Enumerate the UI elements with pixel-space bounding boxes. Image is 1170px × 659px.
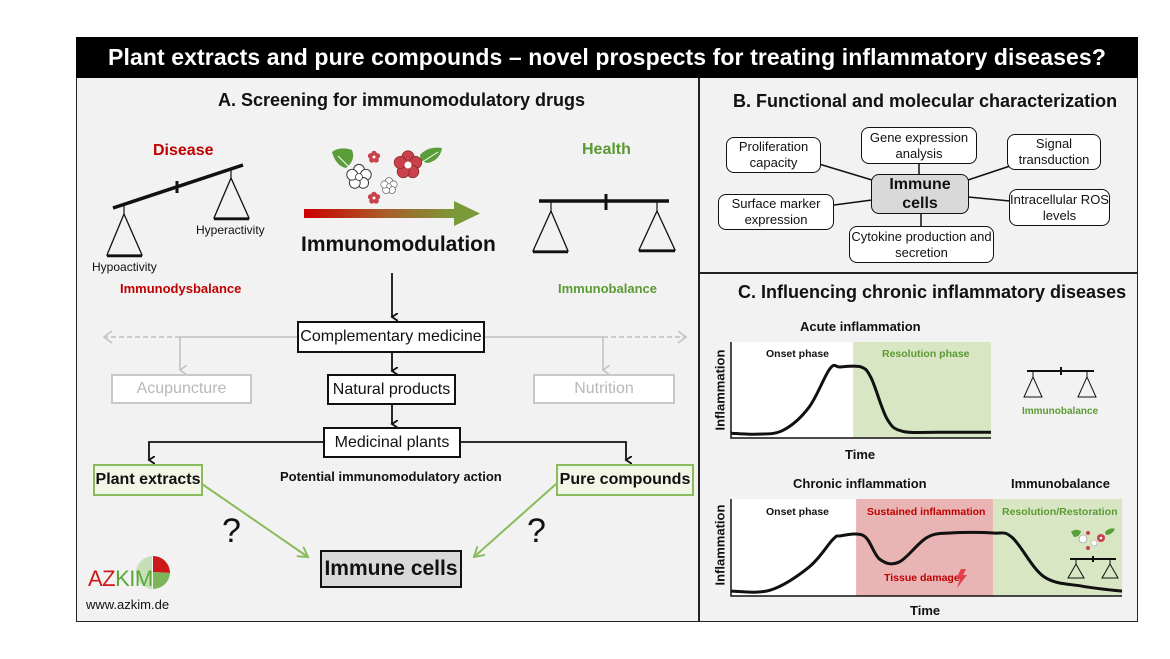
medicinal-plants-box: Medicinal plants bbox=[323, 427, 461, 458]
azkim-url[interactable]: www.azkim.de bbox=[86, 597, 170, 612]
complementary-medicine-box: Complementary medicine bbox=[297, 321, 485, 353]
natural-products-box: Natural products bbox=[327, 374, 456, 405]
chronic-sustained-phase-label: Sustained inflammation bbox=[867, 506, 986, 518]
question-mark-left: ? bbox=[222, 512, 241, 550]
acute-xlabel: Time bbox=[845, 447, 876, 462]
tissue-damage-label: Tissue damage bbox=[884, 572, 960, 584]
immune-cells-center-node: Immune cells bbox=[871, 174, 969, 214]
hypoactivity-label: Hypoactivity bbox=[92, 260, 157, 274]
cytokine-node: Cytokine production and secretion bbox=[849, 226, 994, 263]
immunodysbalance-label: Immunodysbalance bbox=[120, 281, 242, 296]
proliferation-capacity-node: Proliferation capacity bbox=[726, 137, 821, 173]
figure-title: Plant extracts and pure compounds – nove… bbox=[76, 37, 1138, 78]
ros-levels-node: Intracellular ROS levels bbox=[1009, 189, 1110, 226]
immunomodulation-label: Immunomodulation bbox=[301, 233, 496, 256]
logo-kim: KIM bbox=[115, 566, 153, 591]
inflammation-curve bbox=[730, 530, 1123, 594]
chronic-onset-phase-label: Onset phase bbox=[766, 506, 830, 518]
acupuncture-box: Acupuncture bbox=[111, 374, 252, 404]
panel-divider-horizontal bbox=[698, 272, 1138, 274]
chart-region-1 bbox=[856, 499, 993, 596]
pure-compounds-box: Pure compounds bbox=[556, 464, 694, 496]
chronic-chart-title: Chronic inflammation bbox=[793, 476, 927, 491]
azkim-logo-text: AZKIM bbox=[88, 566, 153, 592]
potential-action-label: Potential immunomodulatory action bbox=[280, 469, 502, 484]
chronic-xlabel: Time bbox=[910, 603, 941, 618]
plant-extracts-box: Plant extracts bbox=[93, 464, 203, 496]
acute-onset-phase-label: Onset phase bbox=[766, 348, 830, 360]
chart-axes bbox=[730, 499, 1122, 597]
surface-marker-node: Surface marker expression bbox=[718, 194, 834, 230]
immune-cells-box: Immune cells bbox=[320, 550, 462, 588]
acute-immunobalance-label: Immunobalance bbox=[1022, 406, 1099, 417]
chart-axes bbox=[730, 342, 991, 439]
question-mark-right: ? bbox=[527, 512, 546, 550]
chronic-resolution-phase-label: Resolution/Restoration bbox=[1002, 506, 1118, 518]
gene-expression-node: Gene expression analysis bbox=[861, 127, 977, 164]
panel-divider-vertical bbox=[698, 78, 700, 622]
panel-b-title: B. Functional and molecular characteriza… bbox=[733, 91, 1118, 111]
chronic-immunobalance-title: Immunobalance bbox=[1011, 476, 1110, 491]
logo-az: AZ bbox=[88, 566, 116, 591]
chart-region-2 bbox=[992, 499, 1122, 596]
hyperactivity-label: Hyperactivity bbox=[196, 223, 265, 237]
panel-a-title: A. Screening for immunomodulatory drugs bbox=[218, 90, 586, 110]
chart-region-0 bbox=[731, 342, 854, 438]
inflammation-curve bbox=[730, 363, 992, 436]
immunobalance-label: Immunobalance bbox=[558, 281, 657, 296]
acute-resolution-phase-label: Resolution phase bbox=[882, 348, 970, 360]
signal-transduction-node: Signal transduction bbox=[1007, 134, 1101, 170]
nutrition-box: Nutrition bbox=[533, 374, 675, 404]
disease-label: Disease bbox=[153, 142, 214, 159]
panel-c-title: C. Influencing chronic inflammatory dise… bbox=[738, 282, 1127, 302]
acute-chart-title: Acute inflammation bbox=[800, 319, 921, 334]
health-label: Health bbox=[582, 141, 631, 158]
